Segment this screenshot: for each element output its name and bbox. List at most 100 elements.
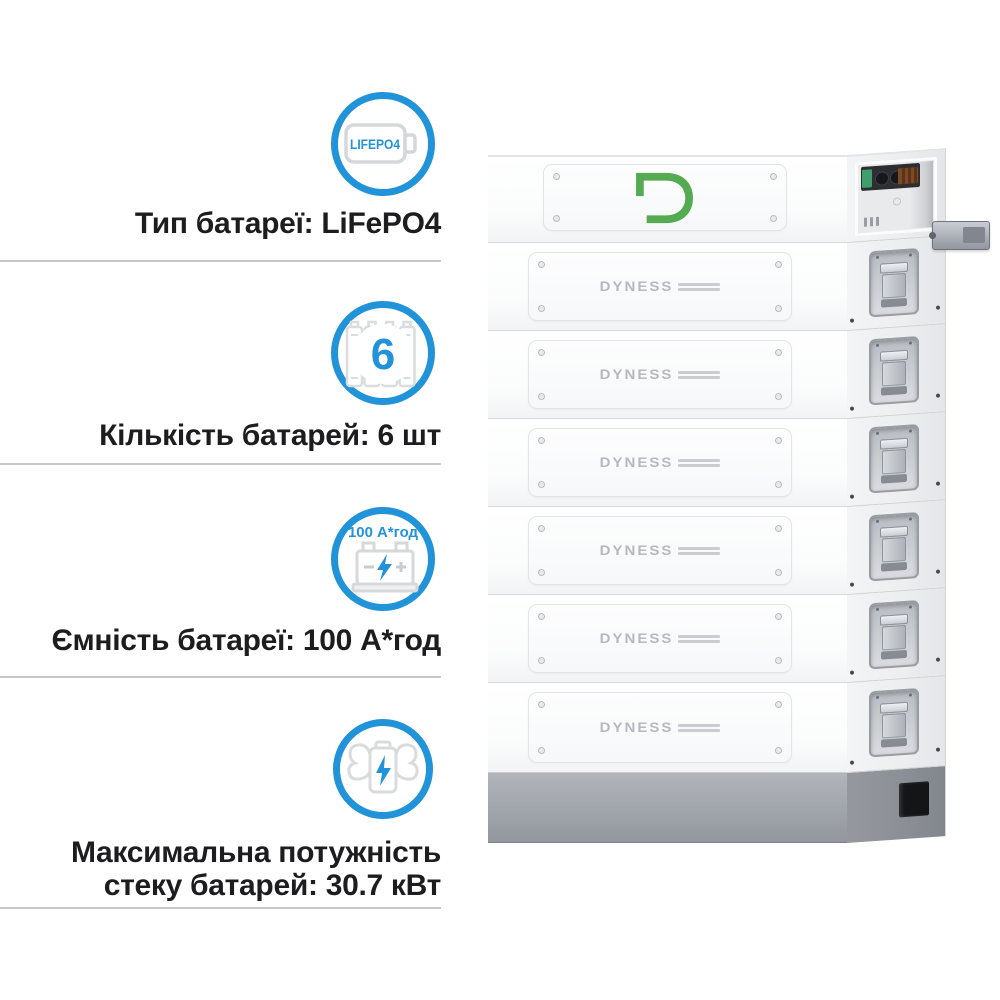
stack-base-side — [847, 765, 945, 843]
screw-icon — [936, 481, 940, 486]
battery-module-side — [847, 499, 945, 594]
module-panel — [543, 164, 787, 231]
capacity-icon-text: 100 А*год — [348, 524, 418, 541]
screw-icon — [775, 525, 782, 532]
battery-module-front: DYNESS — [488, 330, 847, 418]
battery-count-icon-value: 6 — [371, 330, 395, 379]
battery-module-front: DYNESS — [488, 594, 847, 682]
dyness-sub-logo — [678, 546, 721, 555]
latch-icon — [880, 437, 908, 484]
screw-icon — [850, 494, 854, 499]
round-connector-icon — [875, 171, 889, 187]
battery-module-front: DYNESS — [488, 506, 847, 594]
battery-module-front: DYNESS — [488, 242, 847, 330]
screw-icon — [538, 657, 545, 664]
latch-icon — [880, 701, 908, 748]
section-divider — [0, 907, 441, 909]
screw-icon — [936, 657, 940, 662]
screw-icon — [538, 569, 545, 576]
dyness-sub-logo — [678, 370, 721, 379]
latch-icon — [880, 613, 908, 660]
max-power-label: Максимальна потужність стеку батарей: 30… — [0, 836, 441, 902]
base-handle-slot — [899, 781, 929, 818]
screw-icon — [775, 481, 782, 488]
battery-type-icon: LIFEPO4 — [331, 92, 435, 196]
lifepo4-battery-icon: LIFEPO4 — [344, 123, 417, 164]
side-handle — [869, 599, 919, 670]
battery-module-side — [847, 235, 945, 330]
dyness-wordmark: DYNESS — [600, 278, 721, 295]
module-panel: DYNESS — [528, 252, 792, 321]
screw-icon — [893, 197, 902, 207]
battery-count-icon: 6 — [331, 301, 435, 405]
screw-icon — [538, 349, 545, 356]
battery-capacity-label: Ємність батареї: 100 А*год — [51, 624, 441, 657]
latch-icon — [880, 261, 908, 308]
screw-icon — [553, 215, 560, 222]
screw-icon — [775, 349, 782, 356]
side-handle — [869, 511, 919, 582]
screw-icon — [538, 261, 545, 268]
screw-icon — [775, 437, 782, 444]
dyness-d-logo — [636, 172, 693, 223]
battery-count-label: Кількість батарей: 6 шт — [99, 419, 441, 452]
dyness-sub-logo — [678, 723, 721, 732]
dyness-wordmark: DYNESS — [600, 542, 721, 559]
screw-icon — [538, 305, 545, 312]
lightning-icon — [376, 755, 391, 786]
connector-strip — [861, 162, 920, 192]
max-power-label-line2: стеку батарей: 30.7 кВт — [103, 869, 442, 902]
car-battery-icon: 100 А*год — [348, 524, 419, 593]
screw-icon — [775, 261, 782, 268]
strong-battery-icon — [347, 740, 419, 794]
battery-module-side — [847, 675, 945, 772]
max-power-label-line1: Максимальна потужність — [70, 836, 441, 869]
battery-module-side — [847, 411, 945, 506]
screw-icon — [850, 318, 854, 323]
screw-icon — [538, 747, 545, 754]
screw-icon — [775, 569, 782, 576]
battery-module-front: DYNESS — [488, 682, 847, 772]
battery-pack-icon: 6 — [345, 320, 416, 388]
side-handle — [869, 687, 919, 758]
module-panel: DYNESS — [528, 604, 792, 673]
dyness-sub-logo — [678, 282, 721, 291]
battery-type-label: Тип батареї: LiFePO4 — [134, 207, 441, 240]
module-panel: DYNESS — [528, 516, 792, 585]
connector-compartment — [855, 156, 937, 237]
screw-icon — [936, 305, 940, 310]
module-panel: DYNESS — [528, 428, 792, 497]
screw-icon — [775, 305, 782, 312]
lightning-icon — [377, 554, 392, 581]
screw-icon — [770, 173, 777, 180]
vent-slots — [864, 216, 879, 227]
screw-icon — [775, 393, 782, 400]
screw-icon — [538, 525, 545, 532]
control-module-side — [847, 148, 945, 242]
side-handle — [869, 335, 919, 406]
screw-icon — [936, 747, 940, 752]
stack-front: DYNESS DYNESS — [488, 155, 848, 843]
battery-module-side — [847, 587, 945, 682]
max-power-icon — [333, 719, 433, 819]
dyness-sub-logo — [678, 458, 721, 467]
battery-module-front: DYNESS — [488, 418, 847, 506]
stack-base-front — [488, 772, 847, 843]
pull-handle — [929, 221, 990, 250]
section-divider — [0, 260, 441, 262]
screw-icon — [538, 437, 545, 444]
dyness-wordmark: DYNESS — [600, 454, 721, 471]
battery-module-side — [847, 323, 945, 418]
green-connector-icon — [862, 169, 872, 188]
screw-icon — [538, 393, 545, 400]
screw-icon — [850, 760, 854, 765]
module-panel: DYNESS — [528, 692, 792, 763]
stack-side — [847, 148, 946, 843]
screw-icon — [936, 569, 940, 574]
screw-icon — [775, 701, 782, 708]
screw-icon — [775, 613, 782, 620]
screw-icon — [850, 582, 854, 587]
screw-icon — [850, 406, 854, 411]
section-divider — [0, 676, 441, 678]
